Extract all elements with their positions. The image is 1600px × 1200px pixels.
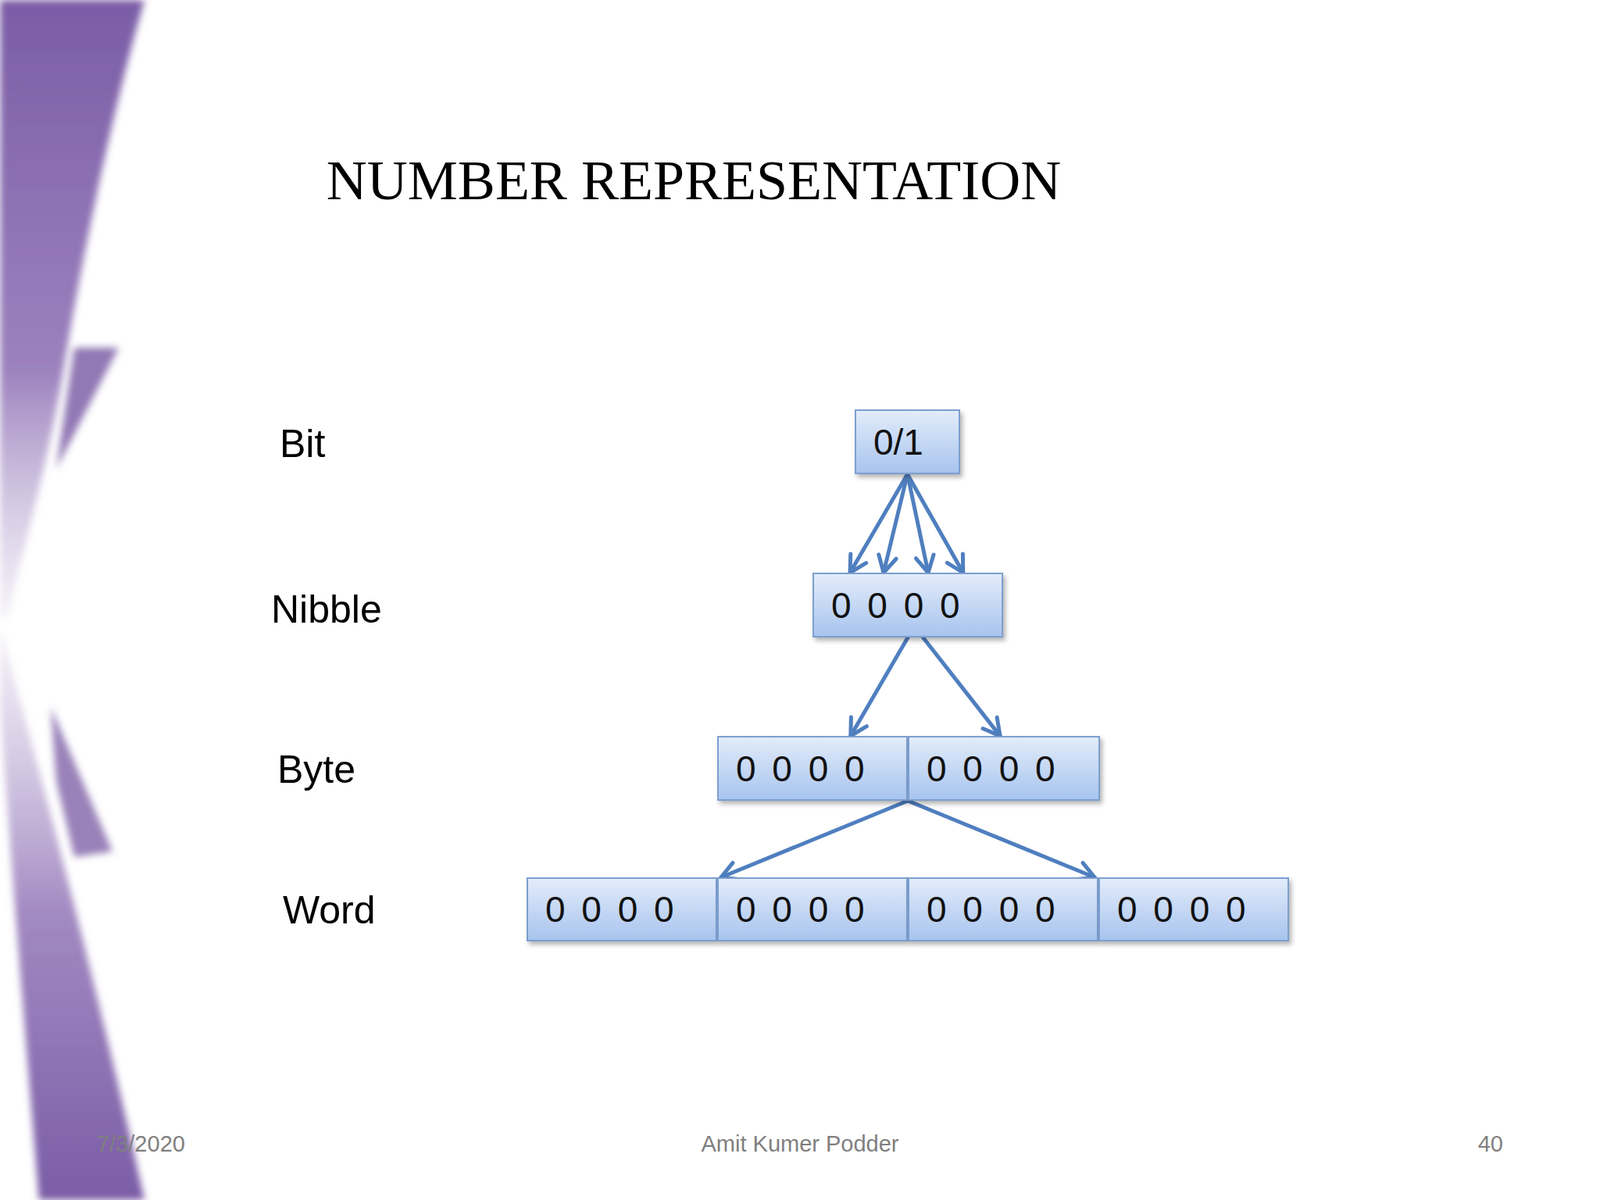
bit-values: 0 0 0 0 xyxy=(718,747,878,790)
bit-box: 0 0 0 0 xyxy=(717,877,908,942)
slide-title: NUMBER REPRESENTATION xyxy=(326,148,1061,214)
footer-text: Amit Kumer Podder xyxy=(700,1131,899,1158)
level-label: Bit xyxy=(279,421,325,467)
arrow-connector xyxy=(907,474,935,573)
bit-box: 0 0 0 0 xyxy=(907,735,1100,801)
bit-values: 0 0 0 0 xyxy=(909,747,1068,790)
bit-box: 0 0 0 0 xyxy=(812,572,1004,638)
bit-values: 0 0 0 0 xyxy=(718,888,878,931)
bit-values: 0 0 0 0 xyxy=(814,584,973,627)
bit-box: 0 0 0 0 xyxy=(526,877,718,942)
arrow-connector xyxy=(907,800,1095,880)
decoration-bands xyxy=(0,0,145,1200)
bit-values: 0 0 0 0 xyxy=(909,888,1068,931)
bit-values: 0 0 0 0 xyxy=(1100,888,1259,931)
arrow-connector xyxy=(850,637,908,736)
arrow-connector xyxy=(721,800,908,880)
level-label: Byte xyxy=(277,746,356,793)
bit-values: 0 0 0 0 xyxy=(528,888,687,931)
bit-box: 0/1 xyxy=(854,409,961,475)
arrow-connector xyxy=(923,637,1001,736)
arrow-connector xyxy=(878,474,908,573)
arrow-connector xyxy=(850,474,908,573)
bit-box: 0 0 0 0 xyxy=(907,877,1099,942)
arrow-connector xyxy=(907,474,964,573)
footer-text: 40 xyxy=(1478,1131,1504,1158)
bit-box: 0 0 0 0 xyxy=(1098,877,1290,942)
bit-values: 0/1 xyxy=(856,421,936,464)
footer-text: 7/3/2020 xyxy=(96,1131,186,1158)
level-label: Nibble xyxy=(271,586,383,633)
level-label: Word xyxy=(282,887,376,933)
bit-box: 0 0 0 0 xyxy=(717,735,908,801)
